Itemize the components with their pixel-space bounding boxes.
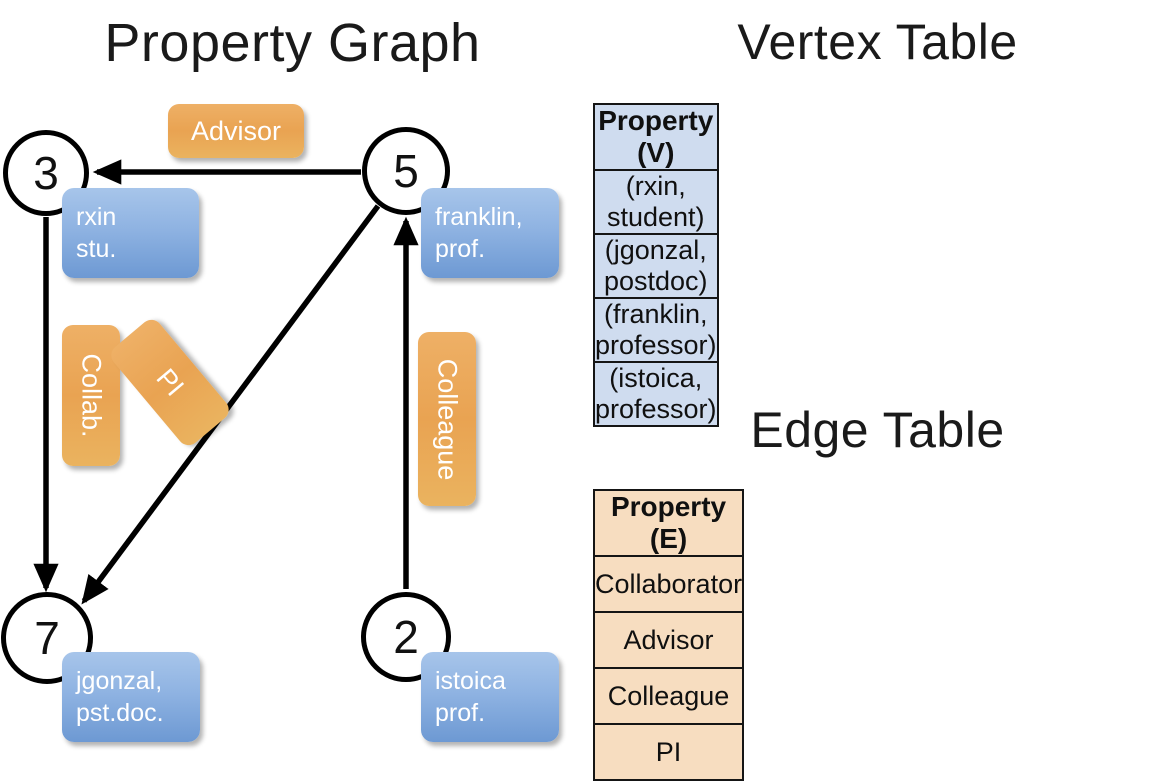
graph-node-3-label: 3 — [33, 147, 59, 199]
graph-node-2[interactable]: 2 — [361, 592, 451, 682]
node-property-5-line2: prof. — [435, 235, 486, 263]
graph-edge-lines — [33, 159, 419, 605]
edge-label-advisor-text: Advisor — [190, 115, 282, 146]
node-property-box-7[interactable]: jgonzal, pst.doc. — [62, 652, 200, 742]
vertex-table-property-column: Property (V) (rxin, student) (jgonzal, p… — [593, 103, 719, 427]
table-header-row: Property (V) — [593, 103, 719, 171]
edge-col-header-property: Property (E) — [592, 489, 745, 557]
node-property-7-line2: pst.doc. — [76, 699, 164, 727]
vertex-cell-property: (rxin, student) — [593, 169, 719, 235]
table-row[interactable]: PI — [592, 723, 745, 781]
table-row[interactable]: (rxin, student) — [593, 169, 719, 235]
vertex-col-header-property: Property (V) — [593, 103, 719, 171]
vertex-cell-property: (franklin, professor) — [593, 297, 719, 363]
graph-node-7-label: 7 — [34, 612, 60, 664]
edge-label-colleague-text: Colleague — [432, 358, 463, 480]
node-property-7-line1: jgonzal, — [76, 667, 163, 695]
graph-node-5-label: 5 — [393, 145, 419, 197]
edge-cell-property: Colleague — [592, 667, 745, 725]
page-title-property-graph: Property Graph — [104, 13, 481, 73]
edge-cell-property: Collaborator — [592, 555, 745, 613]
page-title-edge-table: Edge Table — [750, 402, 1005, 458]
node-property-3-line1: rxin — [76, 203, 117, 231]
edge-table-property-column: Property (E) Collaborator Advisor Collea… — [592, 489, 745, 781]
vertex-cell-property: (istoica, professor) — [593, 361, 719, 427]
table-row[interactable]: Colleague — [592, 667, 745, 725]
edge-label-advisor[interactable]: Advisor — [168, 104, 304, 158]
table-row[interactable]: Collaborator — [592, 555, 745, 613]
node-property-box-3[interactable]: rxin stu. — [62, 188, 199, 278]
graph-node-5[interactable]: 5 — [362, 127, 450, 215]
node-property-3-line2: stu. — [76, 235, 117, 263]
edge-label-collab-text: Collab. — [76, 353, 107, 438]
vertex-cell-property: (jgonzal, postdoc) — [593, 233, 719, 299]
edge-cell-property: Advisor — [592, 611, 745, 669]
table-row[interactable]: Advisor — [592, 611, 745, 669]
edge-label-collab[interactable]: Collab. — [62, 325, 120, 466]
node-property-box-2[interactable]: istoica prof. — [421, 652, 559, 742]
table-header-row: Property (E) — [592, 489, 745, 557]
node-property-box-5[interactable]: franklin, prof. — [421, 188, 559, 278]
node-property-2-line2: prof. — [435, 699, 486, 727]
edge-label-pi-text: PI — [150, 362, 191, 402]
edge-label-colleague[interactable]: Colleague — [418, 332, 476, 506]
edge-line-pi — [81, 204, 381, 605]
table-row[interactable]: (istoica, professor) — [593, 361, 719, 427]
page-title-vertex-table: Vertex Table — [737, 14, 1018, 70]
property-graph-diagram: Advisor Collab. PI Colleague 3 5 7 2 rxi… — [0, 0, 585, 760]
table-row[interactable]: (franklin, professor) — [593, 297, 719, 363]
table-row[interactable]: (jgonzal, postdoc) — [593, 233, 719, 299]
node-property-5-line1: franklin, — [435, 203, 523, 231]
graph-node-2-label: 2 — [393, 611, 419, 663]
edge-cell-property: PI — [592, 723, 745, 781]
node-property-2-line1: istoica — [435, 667, 506, 695]
